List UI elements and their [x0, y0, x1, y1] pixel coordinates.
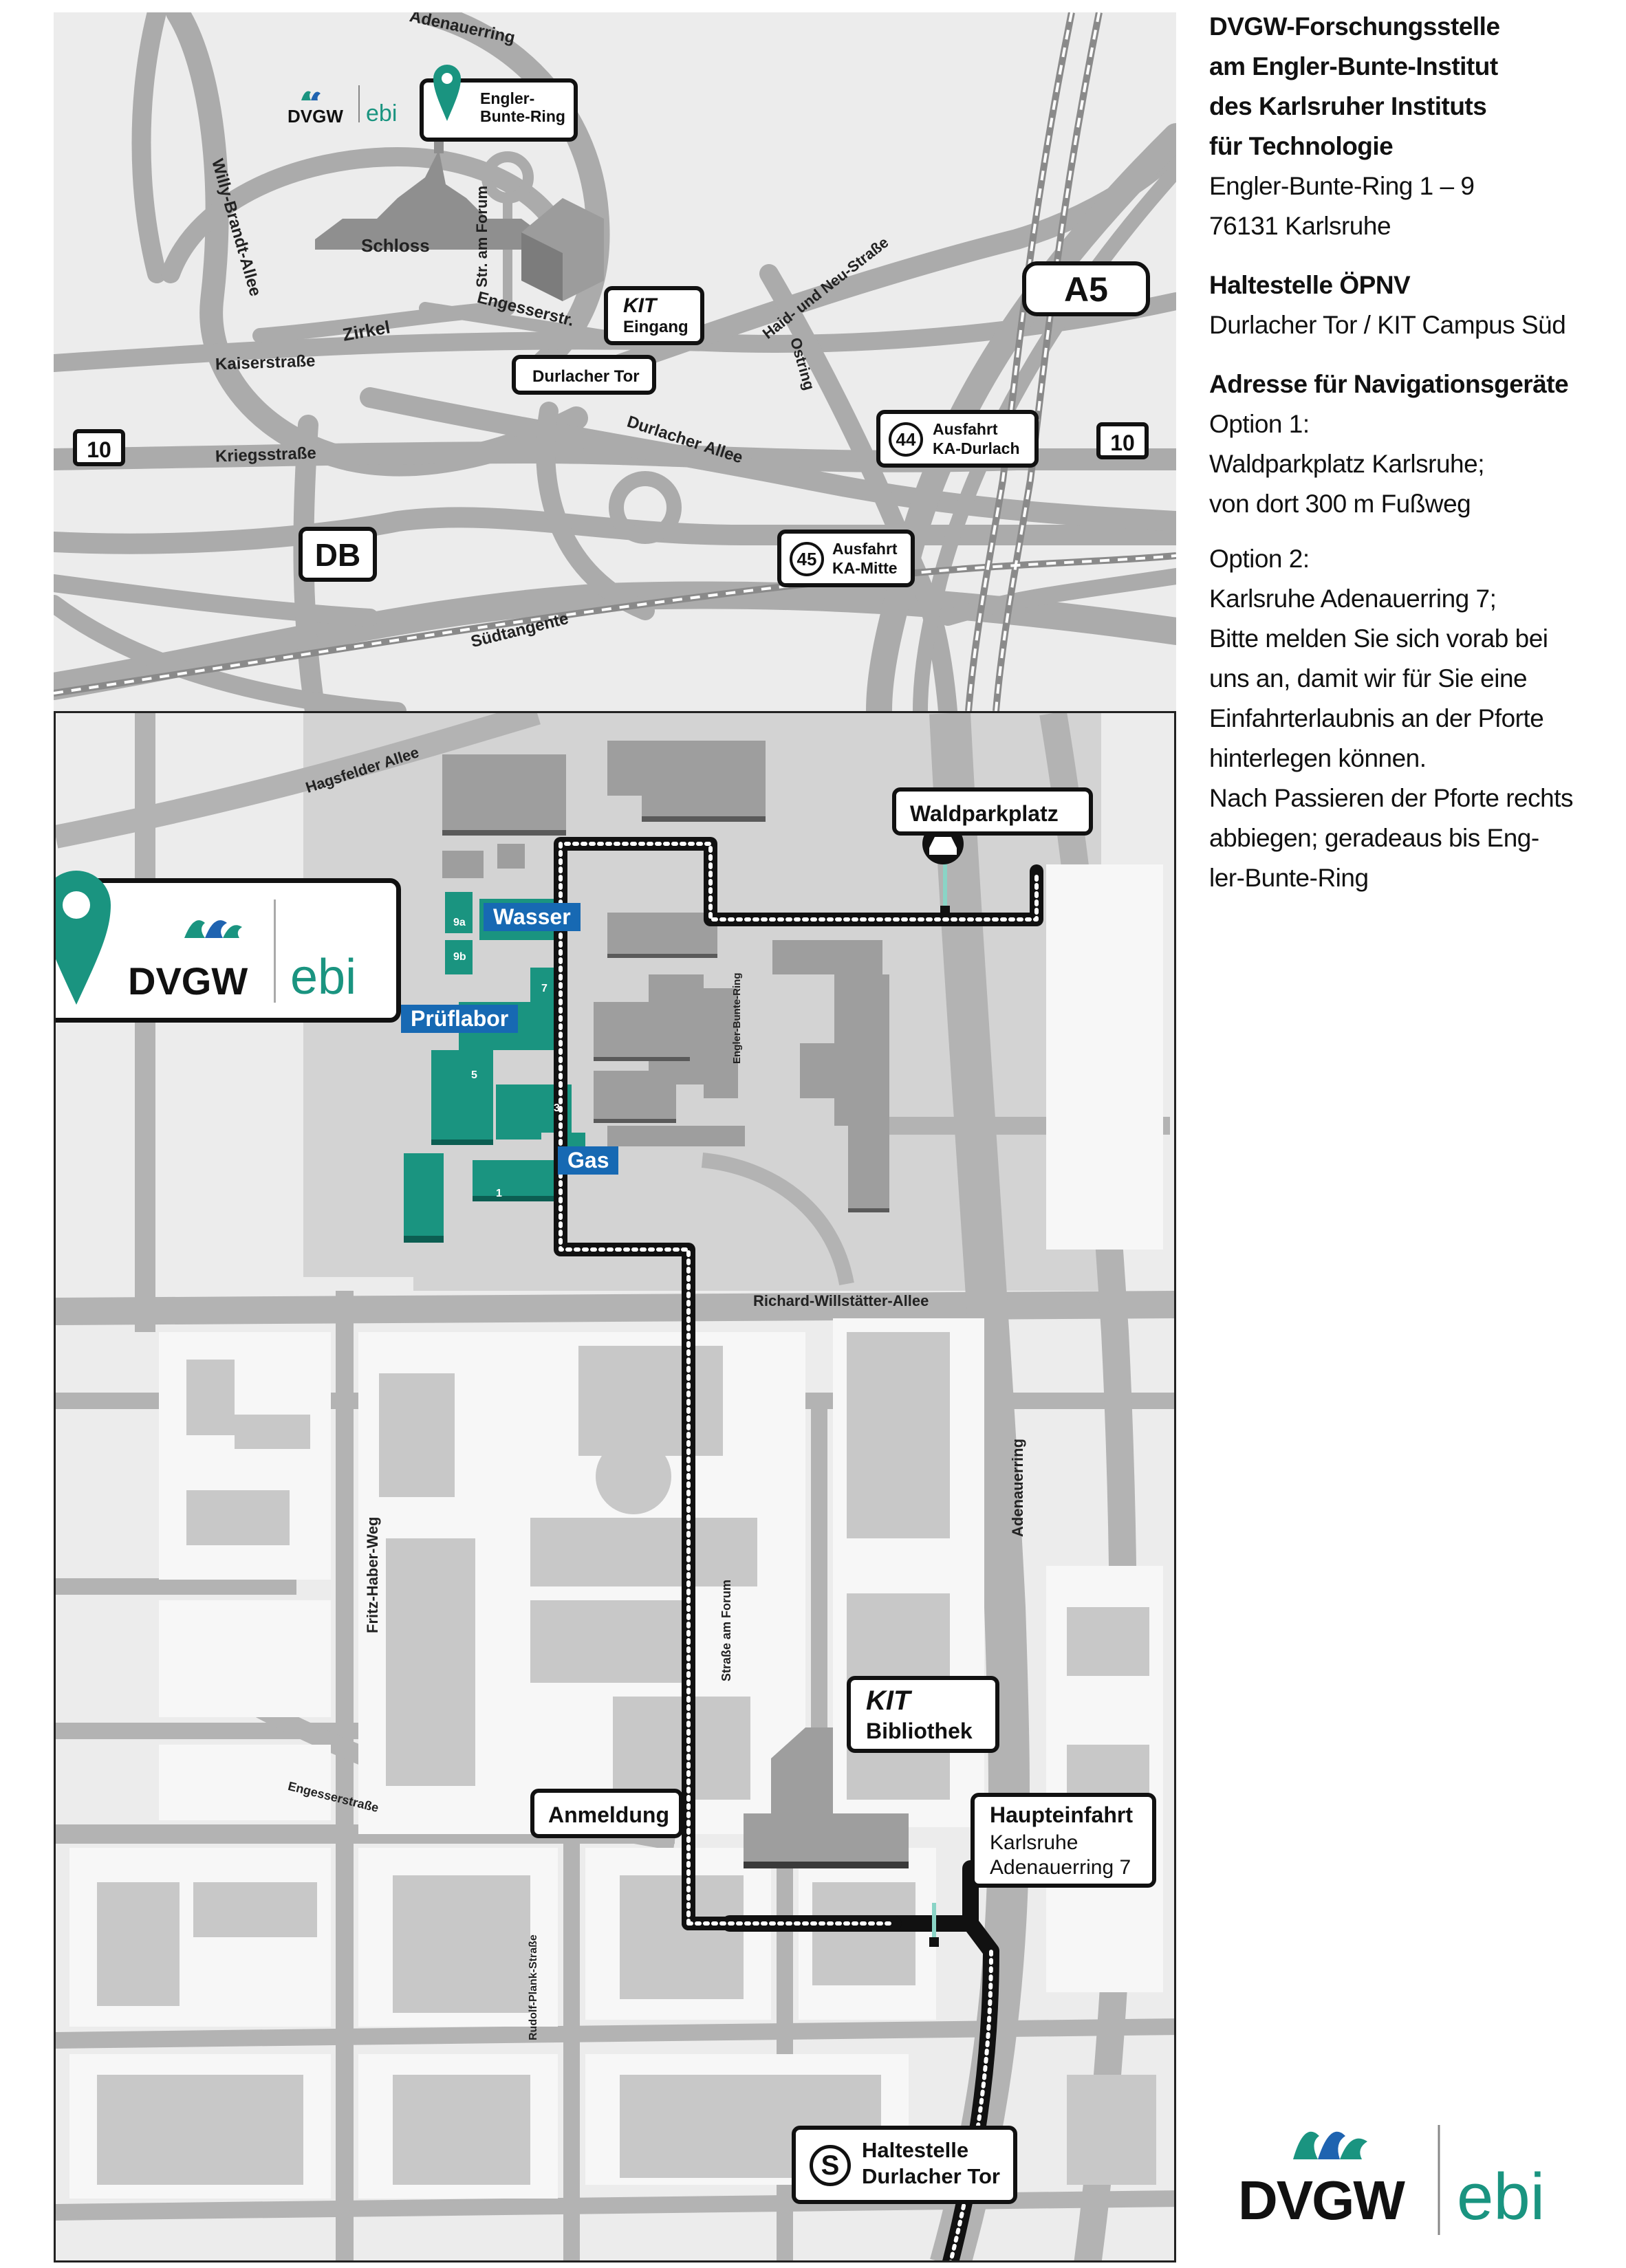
callout-engler-bunte-ring[interactable]: Engler- Bunte-Ring	[420, 65, 578, 142]
kit-logo-icon: KIT	[623, 294, 657, 317]
ausfahrt44-line2: KA-Durlach	[933, 439, 1020, 457]
option2-line: Karlsruhe Adenauerring 7;	[1209, 585, 1497, 613]
overview-logo-brand: DVGW	[288, 106, 343, 127]
road-10-sign-left: 10	[73, 429, 125, 466]
schloss-label: Schloss	[361, 235, 430, 256]
kit-logo-icon: KIT	[866, 1686, 911, 1716]
info-sidebar: DVGW-Forschungsstelle am Engler-Bunte-In…	[1209, 7, 1608, 898]
overview-dvgw-logo: DVGW ebi	[288, 80, 404, 128]
overview-map: Adenauerring Willy-Brandt-Allee Zirkel K…	[54, 12, 1176, 711]
callout-durlacher-tor[interactable]: Durlacher Tor	[512, 355, 656, 395]
title-line: am Engler-Bunte-Institut	[1209, 52, 1498, 80]
callout-ebi-label: ebi	[290, 950, 357, 1005]
exit-44-icon: 44	[889, 422, 923, 457]
haupteinfahrt-line2: Adenauerring 7	[990, 1856, 1131, 1879]
callout-durlacher-tor-label: Durlacher Tor	[532, 367, 640, 386]
logo-brand-text: DVGW	[1238, 2170, 1405, 2231]
road-label-fritz: Fritz-Haber-Weg	[364, 1516, 381, 1634]
callout-ausfahrt-45[interactable]: 45 Ausfahrt KA-Mitte	[777, 530, 915, 587]
option2-line: Einfahrterlaubnis an der Pforte	[1209, 704, 1544, 732]
callout-anmeldung[interactable]: Anmeldung	[530, 1789, 683, 1838]
title-line: für Technologie	[1209, 132, 1394, 160]
road-label-kriegsstrasse: Kriegsstraße	[215, 444, 317, 466]
transit-stop: Durlacher Tor / KIT Campus Süd	[1209, 311, 1566, 339]
exit-45-icon: 45	[790, 542, 824, 576]
option2-line: Bitte melden Sie sich vorab bei	[1209, 624, 1548, 653]
s-bahn-icon: S	[810, 2145, 851, 2186]
a5-label: A5	[1064, 270, 1108, 309]
nav-heading: Adresse für Navigationsgeräte	[1209, 370, 1569, 398]
road-10-sign-right: 10	[1096, 422, 1149, 459]
kit-building-icon	[521, 198, 604, 301]
db-label: DB	[314, 537, 361, 573]
option2-line: Nach Passieren der Pforte rechts	[1209, 784, 1573, 812]
tag-prueflabor[interactable]: Prüflabor	[401, 1005, 519, 1033]
building-number: 3	[554, 1102, 560, 1114]
callout-kit-bibliothek[interactable]: KIT Bibliothek	[847, 1676, 999, 1753]
haupteinfahrt-title: Haupteinfahrt	[990, 1802, 1133, 1827]
db-station-sign: DB	[299, 527, 377, 582]
ausfahrt45-line2: KA-Mitte	[832, 559, 898, 577]
road-label-adenauerring-campus: Adenauerring	[1009, 1438, 1026, 1537]
callout-ausfahrt-44[interactable]: 44 Ausfahrt KA-Durlach	[876, 410, 1039, 468]
road-label-ebr: Engler-Bunte-Ring	[731, 972, 743, 1065]
transit-heading: Haltestelle ÖPNV	[1209, 271, 1411, 299]
tag-gas[interactable]: Gas	[558, 1146, 619, 1175]
callout-dvgw-brand: DVGW	[128, 959, 248, 1003]
dvgw-ebi-logo: DVGW ebi	[1238, 2111, 1582, 2249]
location-pin-icon	[433, 65, 461, 121]
ausfahrt44-line1: Ausfahrt	[933, 420, 998, 438]
road-label-richard: Richard-Willstätter-Allee	[753, 1292, 929, 1309]
haltestelle-line2: Durlacher Tor	[862, 2164, 1000, 2188]
location-pin-icon	[56, 871, 111, 1005]
road-10-left-label: 10	[87, 437, 111, 462]
building-number: 9b	[453, 951, 466, 963]
option2-line: uns an, damit wir für Sie eine	[1209, 664, 1528, 693]
road-10-right-label: 10	[1110, 430, 1135, 455]
callout-kit-eingang[interactable]: KIT Eingang	[604, 286, 704, 345]
road-label-rudolf: Rudolf-Plank-Straße	[528, 1934, 539, 2040]
tag-wasser[interactable]: Wasser	[484, 903, 581, 931]
option1-line: Waldparkplatz Karlsruhe;	[1209, 450, 1484, 478]
road-label-str-am-forum: Str. am Forum	[473, 186, 490, 287]
kit-library-building	[744, 1727, 909, 1868]
logo-ebi-text: ebi	[1457, 2160, 1546, 2234]
dvgw-logo-icon	[184, 920, 242, 938]
building-number: 7	[541, 983, 548, 994]
option2-line: hinterlegen können.	[1209, 744, 1427, 772]
callout-waldparkplatz[interactable]: Waldparkplatz	[892, 787, 1093, 836]
building-number: 9a	[453, 917, 466, 928]
callout-haupteinfahrt[interactable]: Haupteinfahrt Karlsruhe Adenauerring 7	[971, 1793, 1156, 1888]
road-label-forum: Straße am Forum	[719, 1579, 733, 1681]
waldparkplatz-label: Waldparkplatz	[910, 801, 1059, 826]
kit-bibliothek-label: Bibliothek	[866, 1719, 973, 1743]
option2-line: ler-Bunte-Ring	[1209, 864, 1369, 892]
option2-line: abbiegen; geradeaus bis Eng-	[1209, 824, 1539, 852]
building-number: 1	[496, 1188, 502, 1199]
title-line: des Karlsruher Instituts	[1209, 92, 1487, 120]
building-number: 5	[471, 1069, 477, 1081]
callout-ebr-line2: Bunte-Ring	[480, 107, 565, 125]
option1-line: von dort 300 m Fußweg	[1209, 490, 1471, 518]
callout-kit-eingang-label: Eingang	[623, 318, 689, 336]
haltestelle-line1: Haltestelle	[862, 2138, 969, 2162]
road-label-kaiserstrasse: Kaiserstraße	[215, 351, 316, 374]
overview-logo-sub: ebi	[366, 100, 398, 127]
haupteinfahrt-line1: Karlsruhe	[990, 1831, 1078, 1854]
callout-dvgw-ebi[interactable]: DVGW ebi	[56, 871, 401, 1023]
callout-ebr-line1: Engler-	[480, 89, 535, 107]
callout-haltestelle[interactable]: S Haltestelle Durlacher Tor	[792, 2126, 1017, 2204]
a5-motorway-sign: A5	[1022, 261, 1150, 316]
anmeldung-label: Anmeldung	[548, 1802, 669, 1827]
title-line: DVGW-Forschungsstelle	[1209, 12, 1500, 41]
campus-map: Hagsfelder Allee Richard-Willstätter-All…	[54, 711, 1176, 2262]
route-path	[554, 837, 1043, 2260]
ausfahrt45-line1: Ausfahrt	[832, 540, 898, 558]
address-line: 76131 Karlsruhe	[1209, 212, 1391, 240]
address-line: Engler-Bunte-Ring 1 – 9	[1209, 172, 1475, 200]
dvgw-logo-icon	[1293, 2125, 1440, 2235]
option1-label: Option 1:	[1209, 410, 1310, 438]
option2-label: Option 2:	[1209, 545, 1310, 573]
